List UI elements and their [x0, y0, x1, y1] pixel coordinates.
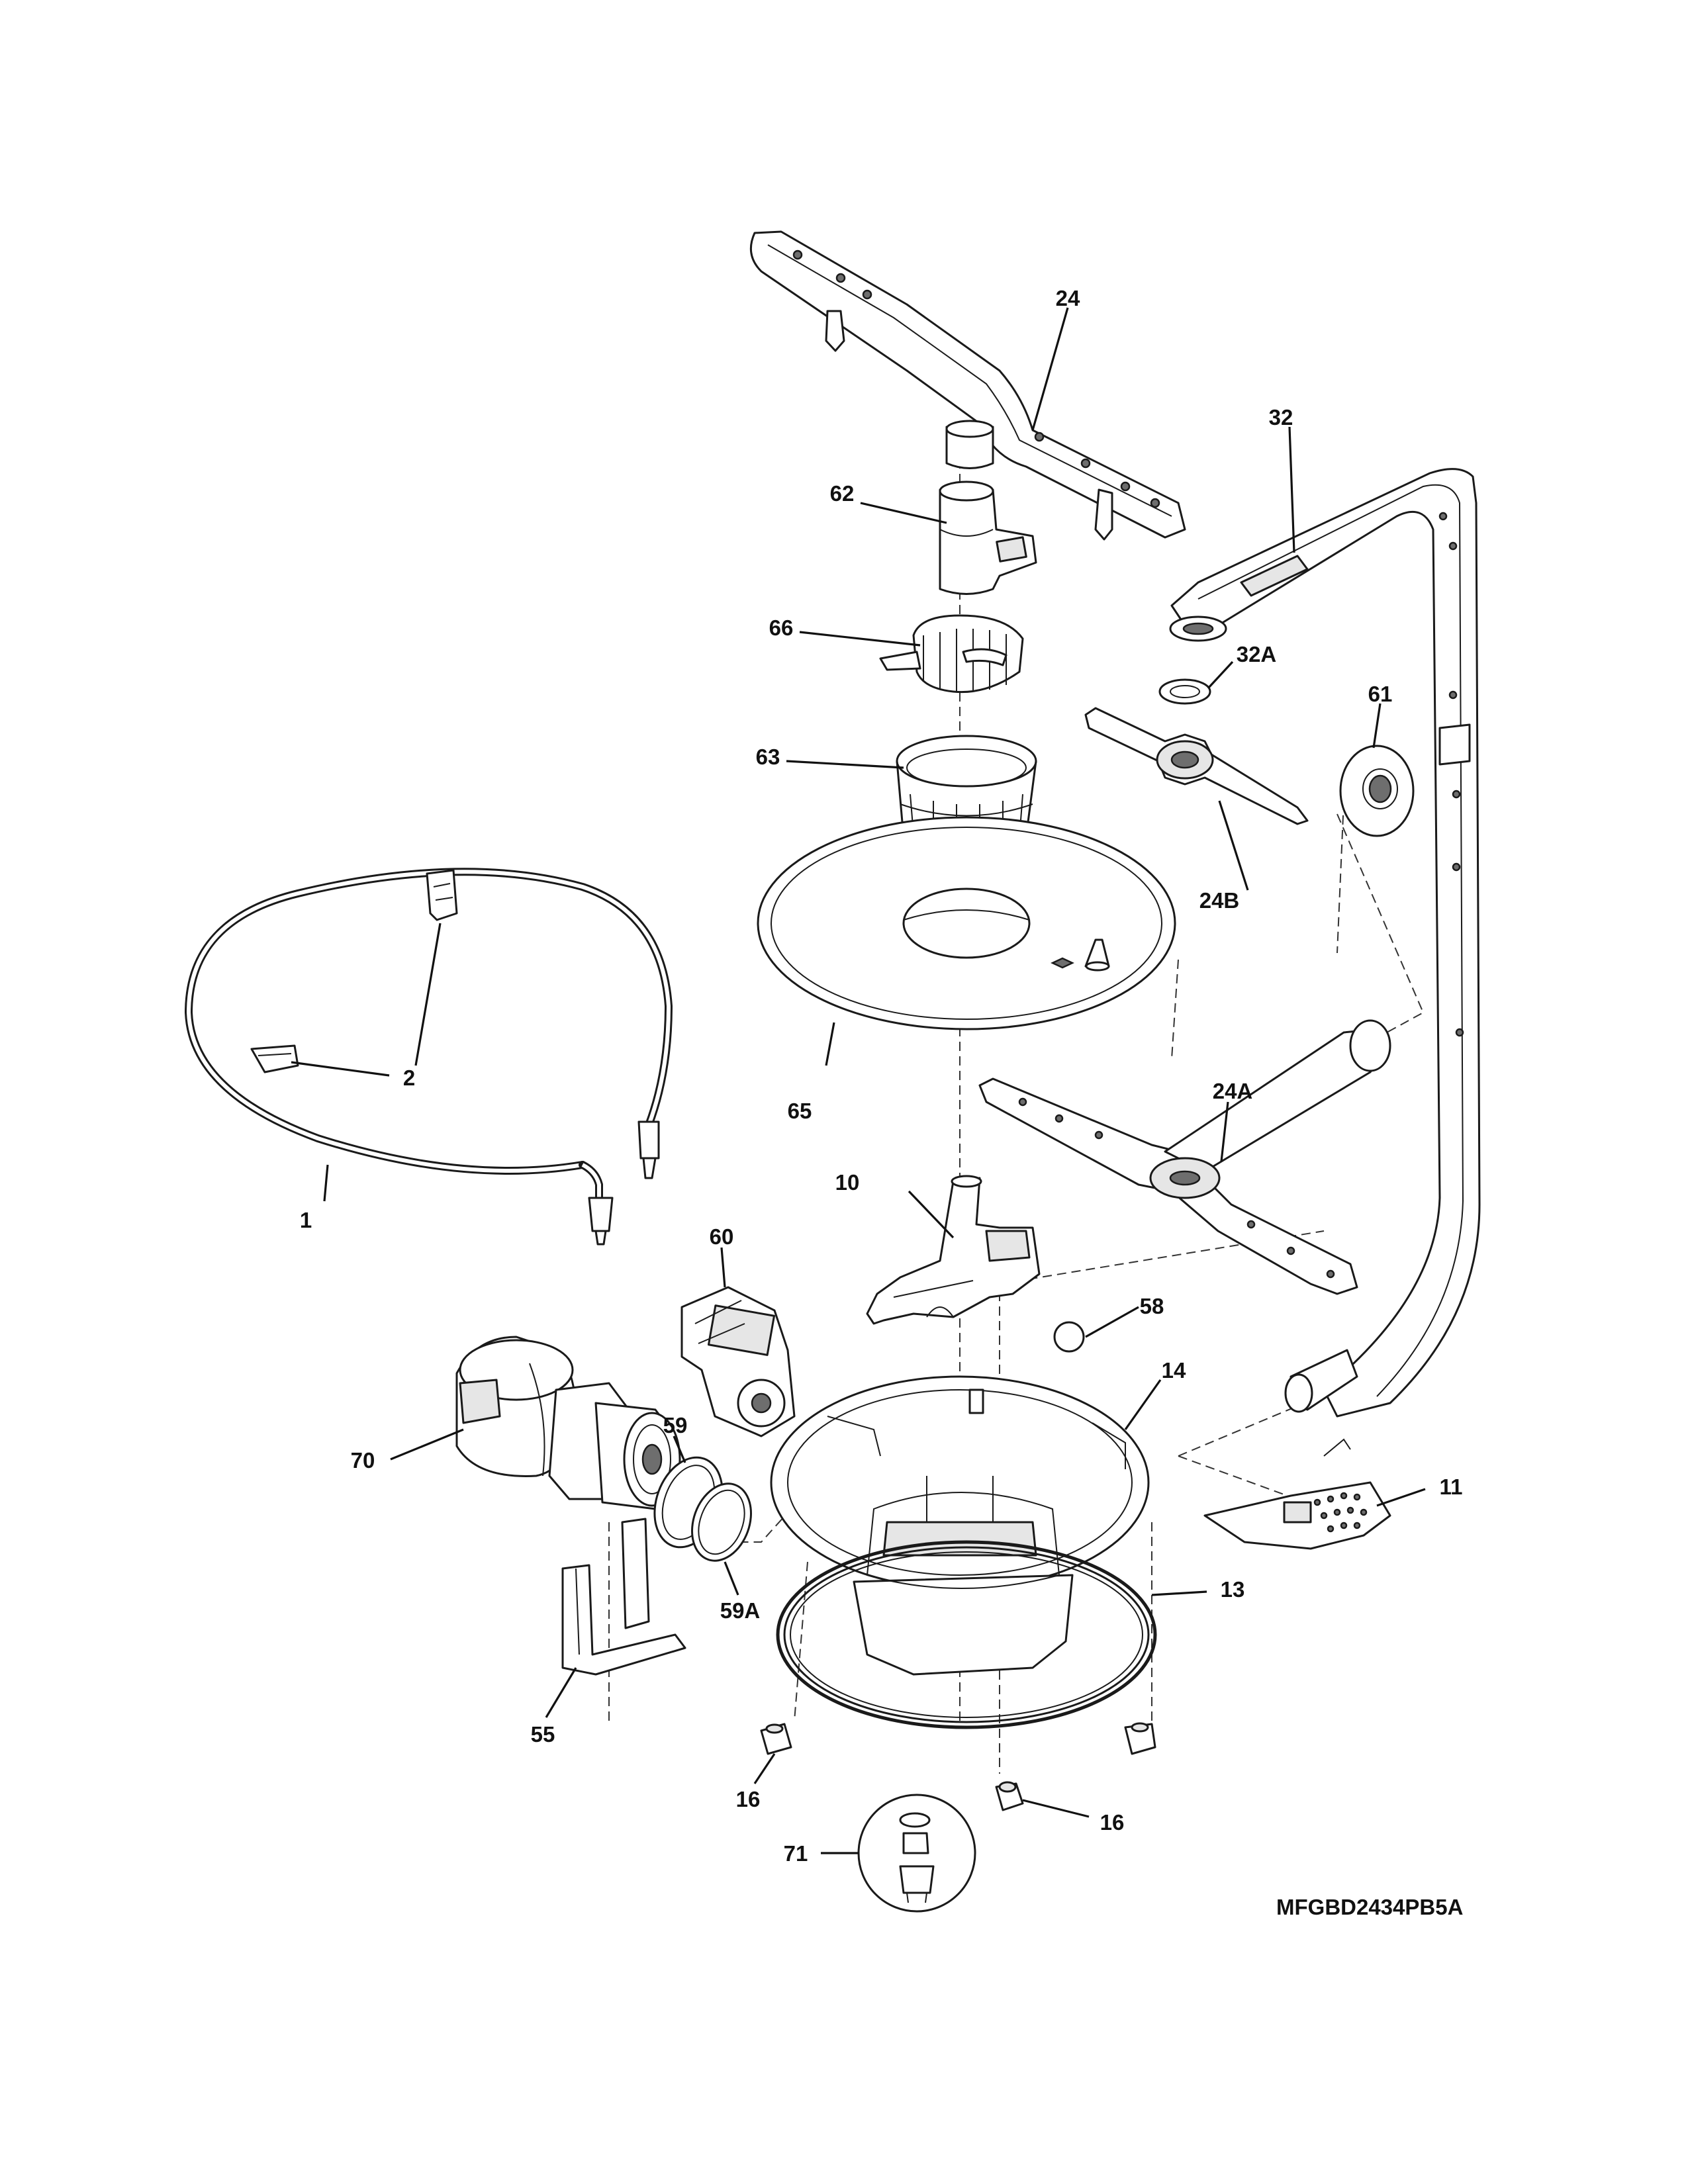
part-24a-lower-spray-arm [978, 1019, 1391, 1295]
callout-1: 1 [300, 1208, 312, 1232]
part-32-supply-tube [1169, 468, 1481, 1418]
callout-65: 65 [788, 1099, 812, 1123]
callout-10: 10 [835, 1170, 860, 1195]
part-71-inset [857, 1794, 976, 1913]
callout-16-right: 16 [1100, 1810, 1125, 1835]
callout-71: 71 [784, 1841, 808, 1866]
callout-11: 11 [1440, 1475, 1463, 1499]
callout-60: 60 [710, 1224, 734, 1249]
callout-61: 61 [1368, 682, 1393, 706]
callout-13: 13 [1221, 1577, 1245, 1602]
part-61-cap [1339, 745, 1415, 837]
callout-14: 14 [1162, 1358, 1186, 1383]
callout-2: 2 [403, 1066, 415, 1090]
callout-62: 62 [830, 481, 855, 506]
part-11-sensor [1203, 1438, 1391, 1550]
part-2-clips [250, 869, 458, 1073]
part-70-wash-motor [455, 1336, 681, 1510]
part-32a-washer [1158, 678, 1211, 705]
callout-59a: 59A [720, 1598, 761, 1623]
callout-24a: 24A [1213, 1079, 1253, 1103]
part-59-seals [653, 1456, 752, 1562]
callout-59: 59 [663, 1413, 688, 1437]
callout-16-left: 16 [736, 1787, 761, 1811]
part-55-bracket [561, 1518, 686, 1676]
leader-lines [291, 307, 1426, 1854]
callout-24: 24 [1056, 286, 1080, 310]
part-10-diverter-housing [866, 1175, 1041, 1325]
part-24b-small-spray-arm [1084, 707, 1309, 825]
callout-labels: 24 32 62 66 32A 61 63 24B 24A 65 2 1 10 … [300, 286, 1463, 1866]
callout-66: 66 [769, 615, 794, 640]
part-62-spray-arm-mount [939, 480, 1037, 595]
model-code: MFGBD2434PB5A [1276, 1895, 1463, 1919]
part-60-drain-pump [680, 1286, 796, 1437]
part-14-sump [770, 1375, 1150, 1676]
callout-24b: 24B [1199, 888, 1240, 913]
part-1-heating-element [185, 868, 673, 1246]
callout-32a: 32A [1237, 642, 1277, 666]
part-58-ball [1053, 1321, 1085, 1353]
callout-70: 70 [351, 1448, 375, 1473]
callout-63: 63 [756, 745, 780, 769]
callout-58: 58 [1140, 1294, 1164, 1318]
part-16-feet [760, 1722, 1156, 1811]
callout-32: 32 [1269, 405, 1293, 430]
part-66-filter-cap [879, 614, 1024, 694]
part-24-upper-spray-arm [749, 230, 1186, 541]
part-13-gasket [776, 1540, 1157, 1729]
part-65-filter-disc [757, 816, 1176, 1030]
callout-55: 55 [531, 1722, 555, 1747]
sensor-holes [1313, 1492, 1368, 1533]
